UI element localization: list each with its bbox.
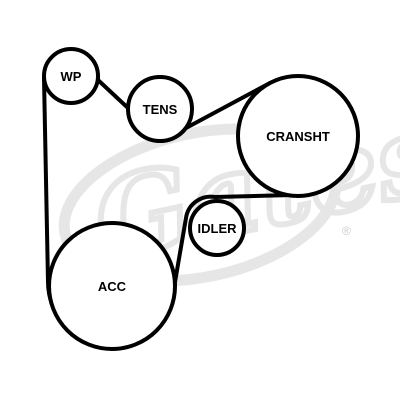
pulley-cransht-label: CRANSHT bbox=[266, 129, 330, 144]
pulley-wp: WP bbox=[42, 47, 100, 105]
pulley-tens-label: TENS bbox=[143, 102, 178, 117]
pulley-acc: ACC bbox=[47, 221, 177, 351]
pulley-acc-label: ACC bbox=[98, 279, 127, 294]
pulley-idler-label: IDLER bbox=[198, 221, 238, 236]
pulley-cransht: CRANSHT bbox=[236, 74, 360, 198]
pulley-wp-label: WP bbox=[61, 69, 82, 84]
pulley-idler: IDLER bbox=[188, 199, 246, 257]
registered-mark: ® bbox=[342, 224, 351, 238]
pulley-tens: TENS bbox=[126, 75, 194, 143]
